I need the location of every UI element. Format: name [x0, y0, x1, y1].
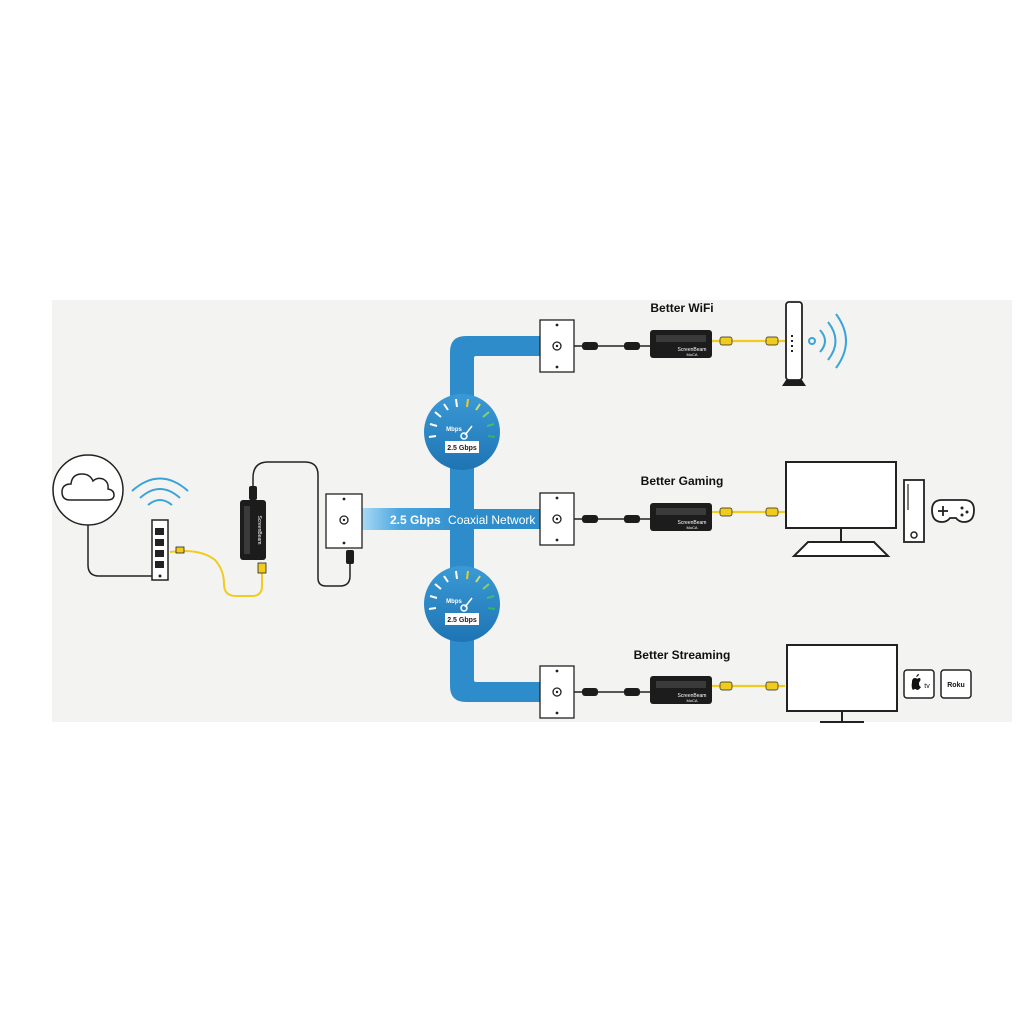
gauge-unit: Mbps — [446, 427, 462, 433]
apple-tv-icon: tv — [903, 669, 935, 699]
coax-connectors-branches — [582, 342, 640, 696]
wifi-waves-icon — [808, 313, 847, 369]
adapter-brand: ScreenBeam — [256, 516, 262, 545]
wifi-waves-icon — [131, 477, 189, 506]
cloud-icon — [52, 454, 124, 526]
modem-icon — [151, 519, 169, 581]
label-better-gaming: Better Gaming — [641, 474, 724, 488]
gaming-monitor-icon — [785, 461, 897, 557]
coax-wall-plate-streaming — [539, 665, 575, 719]
label-better-streaming: Better Streaming — [634, 648, 731, 662]
adapter-model: MoCA — [686, 525, 697, 530]
adapter-brand: ScreenBeam — [678, 693, 707, 699]
gamepad-icon — [931, 499, 975, 523]
ethernet-connectors-branches — [719, 336, 779, 691]
internet-cable — [87, 525, 154, 577]
coax-wall-plate-wifi — [539, 319, 575, 373]
coax-wall-plate-gaming — [539, 492, 575, 546]
speed-gauge-bottom: Mbps 2.5 Gbps — [424, 566, 500, 642]
streaming-tv-icon — [786, 644, 898, 723]
speed-gauge-top: Mbps 2.5 Gbps — [424, 394, 500, 470]
roku-icon: Roku — [940, 669, 972, 699]
game-console-icon — [903, 479, 925, 543]
gauge-value: 2.5 Gbps — [447, 445, 477, 452]
roku-label: Roku — [947, 682, 965, 689]
coax-wall-plate-main — [325, 493, 363, 549]
adapter-model: MoCA — [686, 352, 697, 357]
ethernet-cable-modem — [169, 550, 263, 597]
network-name: Coaxial Network — [448, 513, 536, 527]
apple-tv-label: tv — [924, 683, 930, 690]
moca-adapter-main: ScreenBeam — [240, 500, 266, 560]
moca-adapter-streaming: ScreenBeam MoCA — [650, 676, 712, 704]
gauge-unit: Mbps — [446, 599, 462, 605]
adapter-model: MoCA — [686, 698, 697, 703]
coax-cable-main — [252, 461, 351, 587]
gauge-value: 2.5 Gbps — [447, 617, 477, 624]
network-label: 2.5 Gbps Coaxial Network — [390, 513, 536, 527]
moca-adapter-wifi: ScreenBeam MoCA — [650, 330, 712, 358]
label-better-wifi: Better WiFi — [650, 301, 713, 315]
wifi-access-point-icon — [782, 301, 806, 386]
adapter-brand: ScreenBeam — [678, 347, 707, 353]
moca-adapter-gaming: ScreenBeam MoCA — [650, 503, 712, 531]
adapter-brand: ScreenBeam — [678, 520, 707, 526]
network-speed: 2.5 Gbps — [390, 513, 441, 527]
